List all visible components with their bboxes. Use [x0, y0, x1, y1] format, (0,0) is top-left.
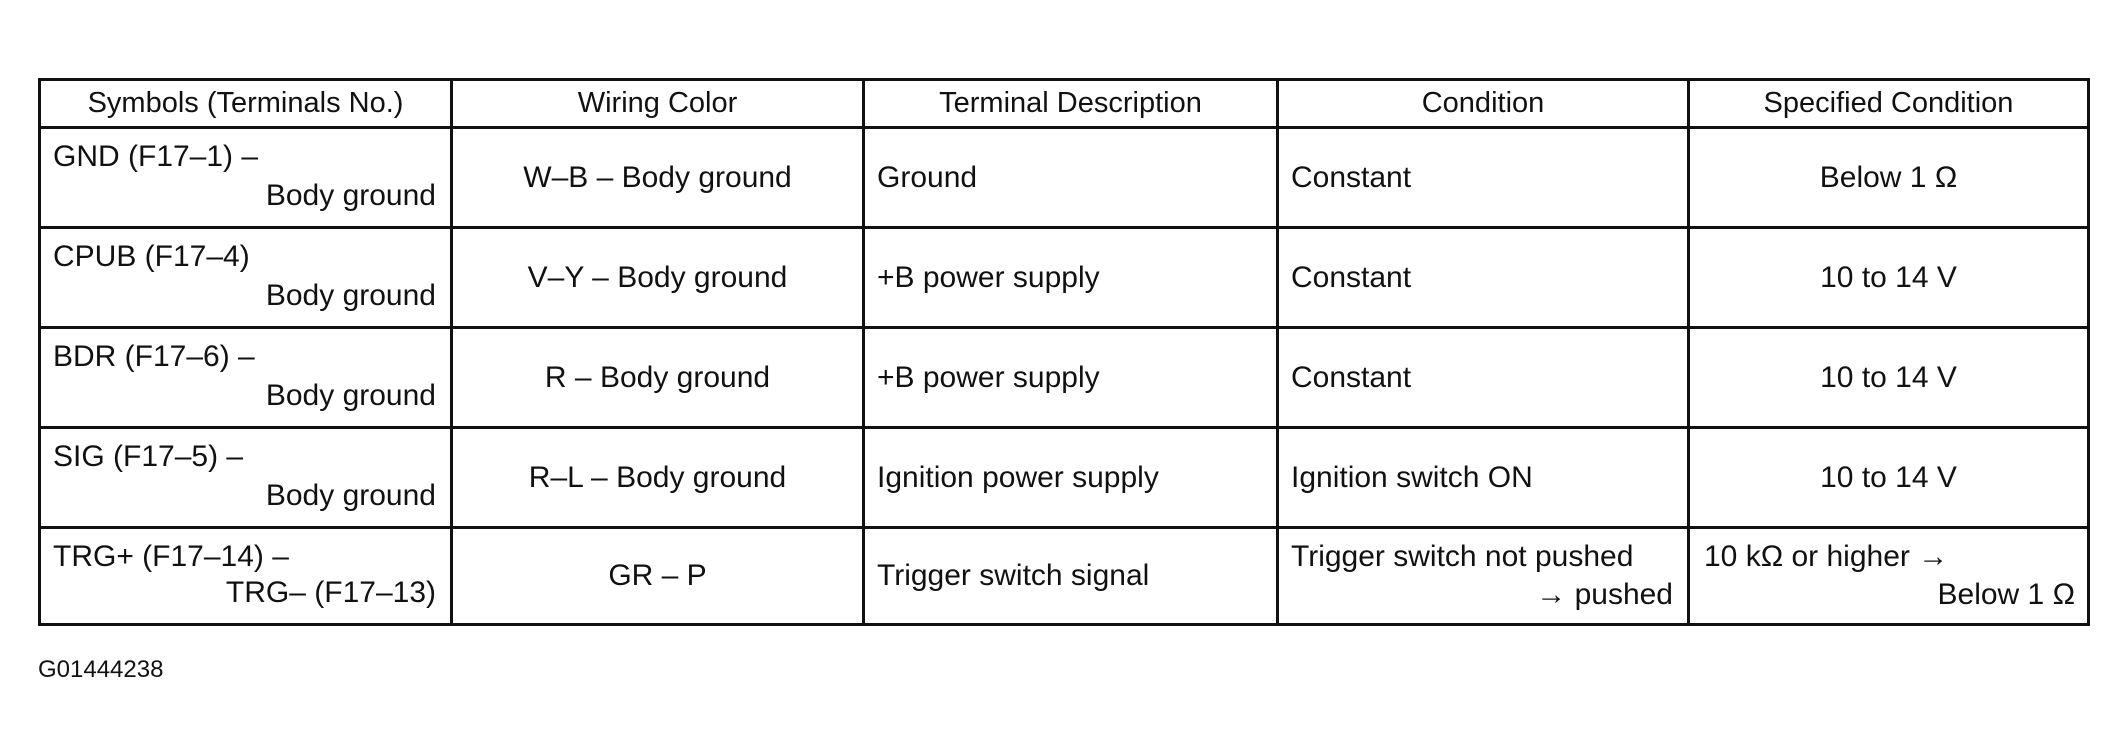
row-3-spec: 10 to 14 V	[1690, 329, 2087, 429]
symbol-line-1: BDR (F17–6) –	[53, 340, 255, 373]
header-wiring-color: Wiring Color	[453, 81, 865, 129]
row-4-symbol: SIG (F17–5) – Body ground	[41, 429, 453, 529]
row-3-condition: Constant	[1279, 329, 1690, 429]
row-2-description: +B power supply	[865, 229, 1279, 329]
row-2-symbol: CPUB (F17–4) Body ground	[41, 229, 453, 329]
condition-line-2: → pushed	[1536, 578, 1673, 611]
figure-id: G01444238	[38, 656, 164, 683]
header-condition: Condition	[1279, 81, 1690, 129]
row-4-spec: 10 to 14 V	[1690, 429, 2087, 529]
row-3-description: +B power supply	[865, 329, 1279, 429]
spec-line-2: Below 1 Ω	[1937, 578, 2076, 611]
condition-line-1: Trigger switch not pushed	[1291, 540, 1634, 573]
row-1-condition: Constant	[1279, 129, 1690, 229]
row-5-wiring: GR – P	[453, 529, 865, 623]
row-5-condition: Trigger switch not pushed → pushed	[1279, 529, 1690, 623]
row-5-symbol: TRG+ (F17–14) – TRG– (F17–13)	[41, 529, 453, 623]
symbol-line-1: SIG (F17–5) –	[53, 440, 244, 473]
spec-line-1: 10 kΩ or higher →	[1704, 540, 1949, 573]
header-specified-condition: Specified Condition	[1690, 81, 2087, 129]
row-1-description: Ground	[865, 129, 1279, 229]
symbol-line-2: Body ground	[265, 479, 436, 512]
symbol-line-1: TRG+ (F17–14) –	[53, 540, 289, 573]
row-2-spec: 10 to 14 V	[1690, 229, 2087, 329]
row-3-symbol: BDR (F17–6) – Body ground	[41, 329, 453, 429]
symbol-line-2: Body ground	[265, 279, 436, 312]
row-5-description: Trigger switch signal	[865, 529, 1279, 623]
row-1-spec: Below 1 Ω	[1690, 129, 2087, 229]
row-5-spec: 10 kΩ or higher → Below 1 Ω	[1690, 529, 2087, 623]
row-3-wiring: R – Body ground	[453, 329, 865, 429]
row-1-wiring: W–B – Body ground	[453, 129, 865, 229]
header-terminal-description: Terminal Description	[865, 81, 1279, 129]
header-symbols: Symbols (Terminals No.)	[41, 81, 453, 129]
symbol-line-2: Body ground	[265, 379, 436, 412]
symbol-line-2: Body ground	[265, 179, 436, 212]
row-4-condition: Ignition switch ON	[1279, 429, 1690, 529]
symbol-line-2: TRG– (F17–13)	[225, 576, 436, 609]
row-4-wiring: R–L – Body ground	[453, 429, 865, 529]
symbol-line-1: CPUB (F17–4)	[53, 240, 250, 273]
row-2-condition: Constant	[1279, 229, 1690, 329]
terminal-table: Symbols (Terminals No.) Wiring Color Ter…	[38, 78, 2090, 626]
symbol-line-1: GND (F17–1) –	[53, 140, 259, 173]
row-4-description: Ignition power supply	[865, 429, 1279, 529]
row-1-symbol: GND (F17–1) – Body ground	[41, 129, 453, 229]
row-2-wiring: V–Y – Body ground	[453, 229, 865, 329]
